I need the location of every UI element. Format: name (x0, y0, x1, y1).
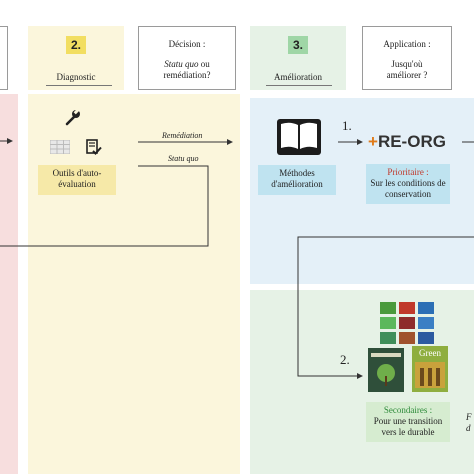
decision-title: Décision : (168, 39, 206, 49)
green-museum-book-cover: Green (412, 346, 448, 392)
self-assessment-tools-box: Outils d'auto-évaluation (38, 165, 116, 195)
improvement-methods-box: Méthodes d'amélioration (258, 165, 336, 195)
decision-body: Statu quo ou remédiation? (139, 59, 235, 81)
resource-tile-grid (380, 302, 434, 346)
reorg-logo: +RE-ORG (368, 132, 446, 152)
step3-underline (266, 85, 332, 86)
secondary-loop (297, 236, 474, 379)
priority-body: Sur les conditions de conservation (370, 178, 446, 199)
sub-step-1-number: 1. (342, 118, 352, 133)
application-box: Application : Jusqu'où améliorer ? (362, 26, 452, 90)
step2-header: 2. (28, 36, 124, 54)
wrench-icon (64, 108, 82, 126)
pink-band (0, 94, 18, 474)
book-icon (276, 118, 322, 156)
secondary-box: Secondaires : Pour une transition vers l… (366, 402, 450, 442)
application-title: Application : (383, 39, 431, 49)
edge-text-2: d (466, 423, 471, 433)
step2-underline (46, 85, 112, 86)
decision-box: Décision : Statu quo ou remédiation? (138, 26, 236, 90)
self-assessment-tools-label: Outils d'auto-évaluation (52, 168, 102, 189)
step3-title: Amélioration (274, 72, 322, 82)
sub-step-2-number: 2. (340, 352, 350, 367)
step2-title: Diagnostic (56, 72, 96, 82)
improvement-methods-label: Méthodes d'amélioration (271, 168, 323, 189)
decision-statu-quo: Statu quo (164, 59, 199, 69)
step3-number: 3. (287, 36, 308, 54)
secondary-body: Pour une transition vers le durable (373, 416, 443, 437)
status-quo-loop (0, 165, 209, 247)
decision-ou: ou (200, 59, 210, 69)
priority-box: Prioritaire : Sur les conditions de cons… (366, 164, 450, 204)
step2-number: 2. (65, 36, 86, 54)
table-icon (50, 140, 70, 154)
left-edge-box (0, 26, 8, 90)
secondary-title: Secondaires : (383, 405, 433, 415)
yellow-band (28, 94, 240, 474)
checklist-icon (86, 139, 102, 155)
status-quo-label: Statu quo (168, 154, 199, 163)
priority-title: Prioritaire : (387, 167, 429, 177)
step3-header: 3. (250, 36, 346, 54)
reorg-logo-plus: + (368, 132, 378, 151)
reorg-logo-text: RE-ORG (377, 132, 446, 151)
edge-text-1: F (466, 412, 472, 422)
remediation-label: Remédiation (162, 131, 203, 140)
decision-remediation: remédiation? (163, 70, 211, 80)
green-book-cover (368, 348, 404, 392)
application-body: Jusqu'où améliorer ? (386, 59, 428, 80)
green-book-title: Green (419, 348, 441, 358)
